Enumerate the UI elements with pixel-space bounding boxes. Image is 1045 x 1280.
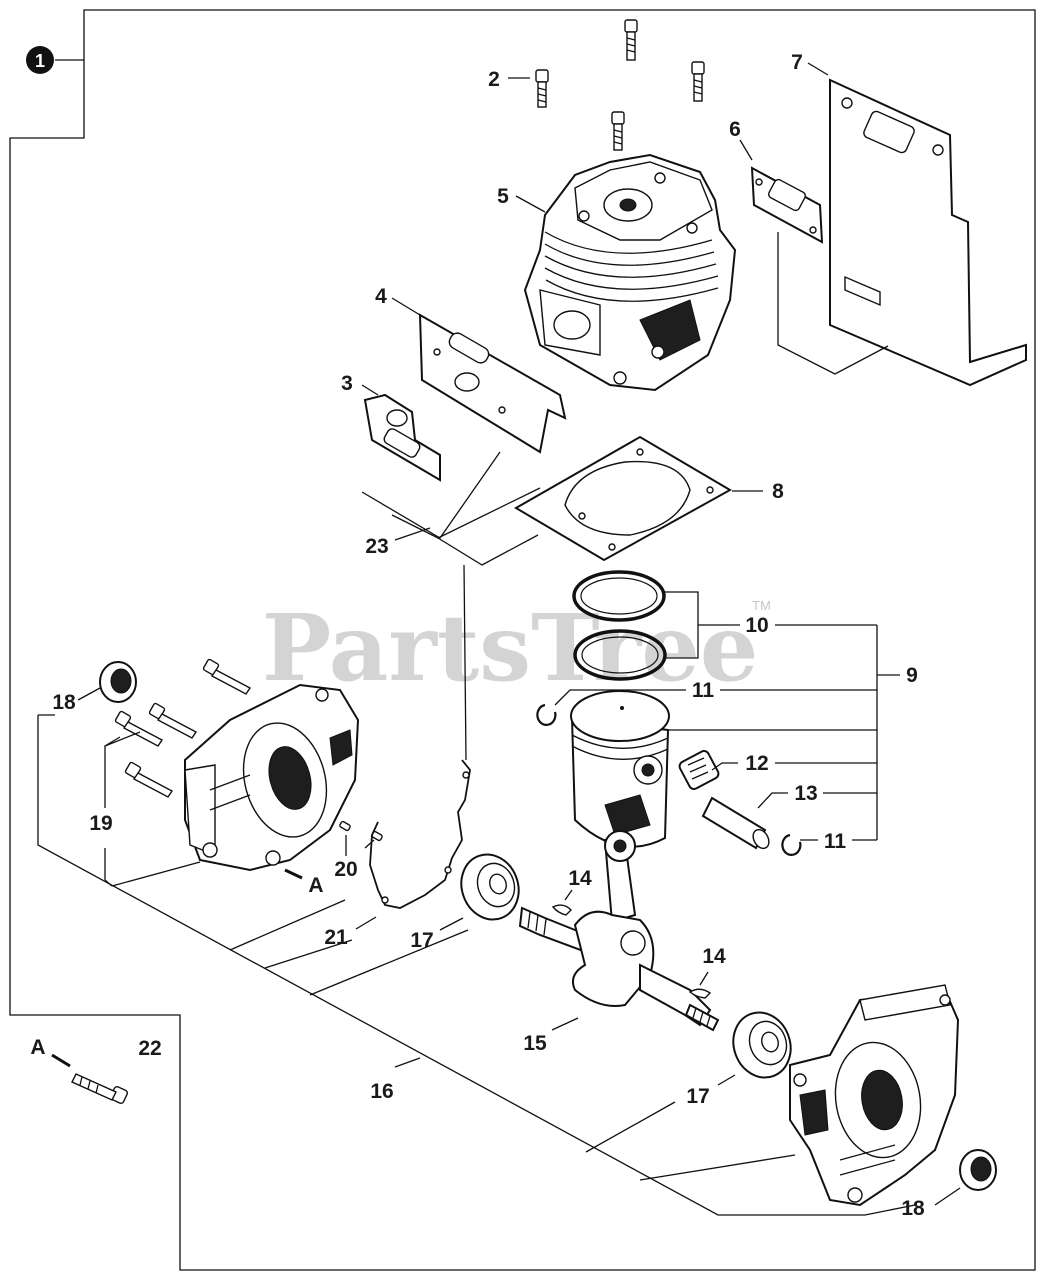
assembly-marker-number: 1 <box>35 51 45 71</box>
callout-22: 22 <box>138 1037 161 1060</box>
leader-lines <box>37 62 961 1216</box>
callout-14-lower: 14 <box>702 945 726 968</box>
callout-6: 6 <box>729 118 741 141</box>
crankcase-gasket-part[interactable] <box>369 759 471 909</box>
cylinder-bolt-part[interactable] <box>611 111 625 151</box>
woodruff-key-part[interactable] <box>688 988 712 999</box>
needle-bearing-part[interactable] <box>678 749 720 791</box>
view-ref-a-detail: A <box>30 1036 45 1059</box>
crankcase-screw-part[interactable] <box>202 658 252 695</box>
intake-gasket-part[interactable] <box>363 393 441 482</box>
oil-seal-part[interactable] <box>99 661 137 703</box>
bearing-part[interactable] <box>452 846 527 927</box>
crankcase-screw-part[interactable] <box>124 761 174 798</box>
callout-9: 9 <box>906 664 918 687</box>
partstree-watermark: PartsTree TM <box>262 594 771 702</box>
heat-insulator-part[interactable] <box>418 313 567 454</box>
callout-13: 13 <box>794 782 817 805</box>
assembly-marker: 1 <box>26 46 84 74</box>
callout-18-upper: 18 <box>52 691 76 714</box>
cylinder-bolt-part[interactable] <box>691 61 705 102</box>
callout-labels: 2 3 4 5 6 7 8 9 10 11 11 12 13 14 14 15 … <box>30 51 925 1220</box>
callout-19: 19 <box>89 812 112 835</box>
callout-23: 23 <box>365 535 388 558</box>
piston-pin-part[interactable] <box>701 796 772 851</box>
oil-seal-part[interactable] <box>959 1149 997 1191</box>
assembly-marker-badge <box>26 46 54 74</box>
crankshaft-part[interactable] <box>518 830 720 1032</box>
crankcase-half-part[interactable] <box>789 984 960 1207</box>
callout-8: 8 <box>772 480 784 503</box>
callout-17-lower: 17 <box>686 1085 709 1108</box>
callout-21: 21 <box>324 926 348 949</box>
callout-3: 3 <box>341 372 353 395</box>
piston-ring-part[interactable] <box>573 629 667 681</box>
callout-14-upper: 14 <box>568 867 592 890</box>
callout-18-lower: 18 <box>901 1197 925 1220</box>
dowel-pin-part[interactable] <box>339 820 351 832</box>
detail-bolt-part[interactable] <box>71 1073 129 1105</box>
assembly-frame <box>9 9 1036 1271</box>
callout-5: 5 <box>497 185 509 208</box>
cylinder-part[interactable] <box>523 153 737 392</box>
callout-17-upper: 17 <box>410 929 433 952</box>
muffler-gasket-part[interactable] <box>750 166 824 244</box>
callout-11-upper: 11 <box>692 679 715 702</box>
callout-16: 16 <box>370 1080 393 1103</box>
callout-15: 15 <box>523 1032 547 1055</box>
woodruff-key-part[interactable] <box>551 904 572 916</box>
cylinder-gasket-part[interactable] <box>514 435 733 562</box>
crankcase-screw-part[interactable] <box>114 710 164 747</box>
callout-12: 12 <box>745 752 768 775</box>
bearing-part[interactable] <box>724 1004 799 1085</box>
heat-shield-part[interactable] <box>829 78 1027 387</box>
cylinder-bolt-part[interactable] <box>624 19 638 61</box>
piston-part[interactable] <box>570 690 670 848</box>
callout-4: 4 <box>375 285 387 308</box>
circlip-part[interactable] <box>536 703 557 726</box>
callout-11-lower: 11 <box>824 830 847 853</box>
callout-2: 2 <box>488 68 500 91</box>
watermark-trademark: TM <box>752 598 771 613</box>
circlip-part[interactable] <box>781 833 802 856</box>
callout-10: 10 <box>745 614 768 637</box>
crankcase-half-part[interactable] <box>184 683 360 872</box>
callout-7: 7 <box>791 51 803 74</box>
crankcase-screw-part[interactable] <box>148 702 198 739</box>
watermark-brand: PartsTree <box>262 594 758 702</box>
view-ref-a-crankcase: A <box>308 874 323 897</box>
piston-ring-part[interactable] <box>572 570 666 622</box>
cylinder-bolt-part[interactable] <box>535 69 549 108</box>
callout-20: 20 <box>334 858 357 881</box>
